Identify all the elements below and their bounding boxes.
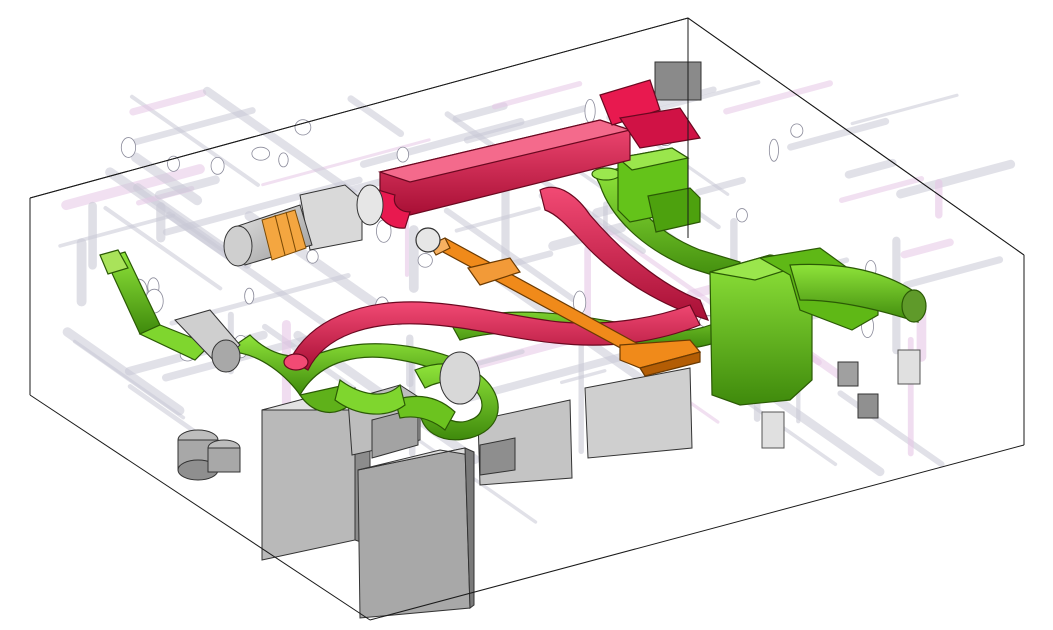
ghost-fitting [417,253,433,268]
ghost-pipe [129,94,260,187]
ghost-pipe [62,327,185,416]
ghost-fitting [584,98,596,124]
ghost-pipe [491,81,583,110]
ghost-pipe [129,89,207,116]
ghost-fitting [294,119,312,136]
pump-icon [177,429,241,481]
ghost-pipe [443,207,577,303]
boiler-icon [584,367,693,459]
ghost-pipe [844,158,897,179]
exhaust-duct-system[interactable] [415,227,702,377]
ghost-pipe [837,390,945,468]
rooftop-unit [654,61,702,101]
grey-transition [174,309,481,405]
boiler-icon [357,447,475,619]
pump-icon [761,349,921,449]
ghost-pipe [72,339,186,420]
ghost-pipe [359,118,525,168]
ghost-fitting [306,249,319,264]
ghost-pipe [896,159,1016,199]
ghost-pipe [694,176,746,196]
ghost-pipe [103,206,223,291]
ghost-fitting [120,137,137,158]
ghost-pipe [838,175,925,203]
ghost-pipe [347,95,405,138]
return-duct-system[interactable] [99,147,927,441]
ghost-pipe [131,107,256,146]
ghost-fitting [736,208,748,223]
ghost-fitting [244,287,255,305]
ghost-pipe [105,167,235,261]
ghost-pipe [463,105,588,144]
bounding-box-front [29,17,1025,621]
axial-fan-icon[interactable] [223,184,384,267]
ghost-fitting [768,138,779,162]
ghost-pipe [900,238,954,259]
supply-duct-system[interactable] [283,79,710,371]
ghost-pipe [130,152,203,206]
ghost-fitting [790,123,804,138]
ghost-fitting [251,146,270,161]
ghost-fitting [210,156,225,175]
boiler-bank[interactable] [177,61,921,619]
ghost-fitting [278,152,289,168]
ghost-pipe [154,175,220,200]
boiler-icon [477,399,573,486]
ghost-pipe [850,93,959,126]
ghost-pipe [902,256,1004,289]
ghost-pipe [787,117,890,151]
ghost-fitting [396,146,410,163]
ghost-pipe [723,80,833,115]
